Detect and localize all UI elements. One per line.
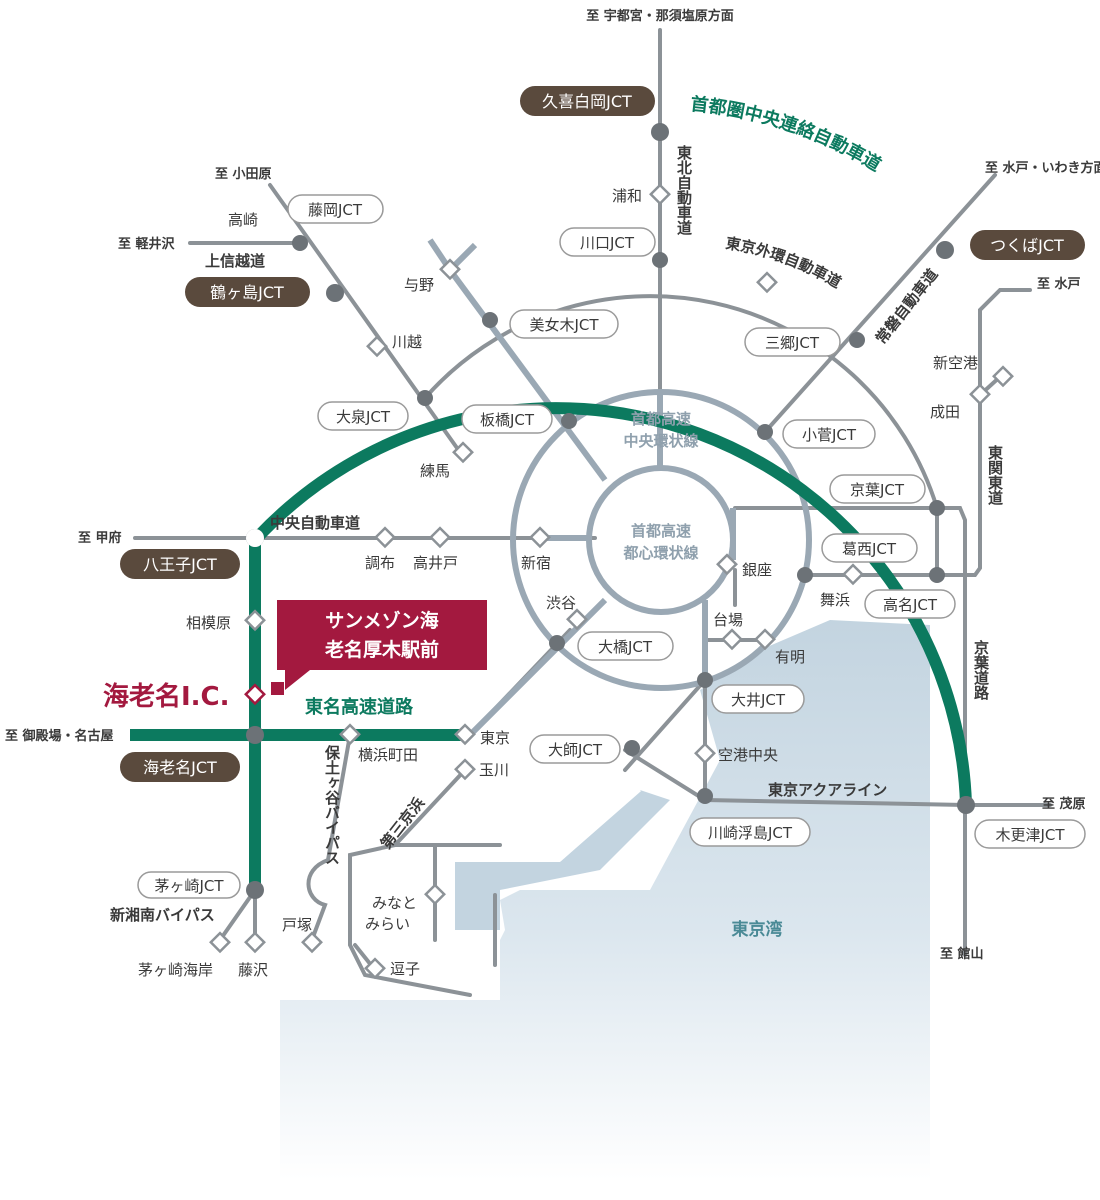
place-yono: 与野 — [404, 276, 434, 294]
property-callout: サンメゾン海 老名厚木駅前 — [271, 600, 487, 695]
place-tokyo: 東京 — [480, 729, 510, 747]
road-shinshonan: 新湘南バイパス — [110, 906, 215, 924]
road-joshinetsu: 上信越道 — [205, 252, 265, 270]
place-urawa: 浦和 — [612, 187, 642, 205]
place-shibuya: 渋谷 — [546, 594, 576, 612]
place-daiba: 台場 — [713, 611, 743, 629]
road-chuo: 中央自動車道 — [270, 514, 360, 532]
place-zushi: 逗子 — [390, 960, 420, 978]
ebina-ic-label: 海老名I.C. — [103, 681, 230, 712]
jct-koumei: 高名JCT — [883, 596, 938, 614]
property-marker — [271, 682, 284, 695]
place-maihama: 舞浜 — [820, 591, 850, 609]
place-sagamihara: 相模原 — [186, 614, 231, 632]
jct-chigasaki: 茅ヶ崎JCT — [154, 877, 224, 895]
place-shinkuko: 新空港 — [933, 354, 978, 372]
dir-kofu: 至 甲府 — [78, 530, 122, 546]
road-keiyo: 京葉道路 — [972, 639, 990, 700]
place-kukochuo: 空港中央 — [718, 746, 778, 764]
grey-nodes — [246, 123, 975, 899]
road-joban: 常磐自動車道 — [872, 265, 942, 347]
jct-ohashi: 大橋JCT — [598, 638, 653, 656]
outer-ring-label: 東京外環自動車道 — [724, 234, 844, 292]
jct-fujioka: 藤岡JCT — [308, 201, 363, 219]
jct-misato: 三郷JCT — [765, 334, 820, 352]
tokyo-bay — [280, 620, 930, 1180]
jct-tsurugashima: 鶴ヶ島JCT — [210, 283, 284, 302]
place-takasaki: 高崎 — [228, 211, 258, 229]
expressway-ring-label: 首都圏中央連絡自動車道 — [689, 93, 885, 176]
jct-hachioji: 八王子JCT — [143, 555, 217, 574]
place-ginza: 銀座 — [742, 561, 772, 579]
place-chigasakikaigan: 茅ヶ崎海岸 — [138, 961, 213, 979]
dir-mito-iwaki: 至 水戸・いわき方面 — [985, 160, 1100, 176]
jct-kukishiraoka: 久喜白岡JCT — [542, 92, 632, 111]
jct-oizumi: 大泉JCT — [336, 408, 391, 426]
road-higashikanto: 東関東道 — [986, 444, 1004, 505]
jct-daishi: 大師JCT — [548, 741, 603, 759]
jct-oi: 大井JCT — [731, 691, 786, 709]
place-tamagawa: 玉川 — [479, 761, 509, 779]
central-ring-label-1: 首都高速 — [631, 410, 691, 428]
dir-karuizawa: 至 軽井沢 — [118, 236, 176, 252]
jct-kawasakiukishima: 川崎浮島JCT — [708, 824, 793, 842]
jct-keiyo: 京葉JCT — [850, 481, 905, 499]
jct-kosuge: 小菅JCT — [802, 426, 857, 444]
road-hodogaya: 保土ヶ谷バイパス — [323, 744, 341, 865]
dir-tateyama: 至 館山 — [940, 946, 984, 962]
property-name-line2: 老名厚木駅前 — [325, 638, 439, 661]
place-fujisawa: 藤沢 — [238, 961, 268, 979]
place-kawagoe: 川越 — [392, 333, 422, 351]
place-ariake: 有明 — [775, 648, 805, 666]
central-ring-label-2: 中央環状線 — [623, 432, 698, 450]
white-jct-boxes — [137, 194, 1086, 899]
place-mirai: みらい — [365, 915, 410, 933]
inner-ring-label-1: 首都高速 — [631, 522, 691, 540]
dir-gotemba-nagoya: 至 御殿場・名古屋 — [5, 728, 114, 744]
direction-labels: 至 宇都宮・那須塩原方面 至 小田原 至 軽井沢 至 水戸・いわき方面 至 水戸… — [5, 8, 1100, 962]
jct-kawaguchi: 川口JCT — [580, 234, 635, 252]
place-labels: 浦和 高崎 与野 川越 練馬 新空港 成田 調布 高井戸 新宿 銀座 舞浜 相模… — [138, 187, 978, 979]
jct-kasai: 葛西JCT — [842, 540, 897, 558]
place-chofu: 調布 — [365, 554, 395, 572]
ebina-ic-marker — [244, 683, 266, 706]
dir-odawara: 至 小田原 — [215, 167, 272, 182]
place-totsuka: 戸塚 — [282, 916, 312, 934]
jct-kisarazu: 木更津JCT — [995, 826, 1065, 844]
place-nerima: 練馬 — [420, 462, 450, 480]
bay-label: 東京湾 — [732, 919, 783, 940]
inner-ring-label-2: 都心環状線 — [622, 544, 698, 562]
dir-mito: 至 水戸 — [1037, 276, 1081, 292]
road-tomei: 東名高速道路 — [305, 696, 414, 718]
place-takaido: 高井戸 — [413, 554, 458, 572]
land-reclaim — [455, 790, 670, 930]
white-jct-labels: 藤岡JCT 川口JCT 美女木JCT 三郷JCT 大泉JCT 板橋JCT 小菅J… — [154, 201, 1065, 895]
place-minato: みなと — [372, 894, 417, 912]
property-name-line1: サンメゾン海 — [325, 609, 438, 632]
dir-utsunomiya: 至 宇都宮・那須塩原方面 — [586, 8, 734, 24]
place-narita: 成田 — [930, 403, 960, 421]
jct-ebina: 海老名JCT — [143, 758, 217, 777]
jct-itabashi: 板橋JCT — [480, 411, 535, 429]
place-yokohamamachida: 横浜町田 — [358, 746, 418, 764]
jct-bijogi: 美女木JCT — [529, 316, 599, 334]
road-aqualine: 東京アクアライン — [768, 781, 887, 799]
place-shinjuku: 新宿 — [521, 554, 551, 572]
jct-tsukuba: つくばJCT — [990, 236, 1064, 255]
ic-markers — [209, 183, 1014, 980]
dir-mobara: 至 茂原 — [1042, 796, 1086, 812]
dark-jct-boxes: 久喜白岡JCT 鶴ヶ島JCT つくばJCT 八王子JCT 海老名JCT — [120, 86, 1085, 782]
road-tohoku: 東北自動車道 — [675, 144, 693, 235]
ken-o-road — [130, 402, 972, 890]
